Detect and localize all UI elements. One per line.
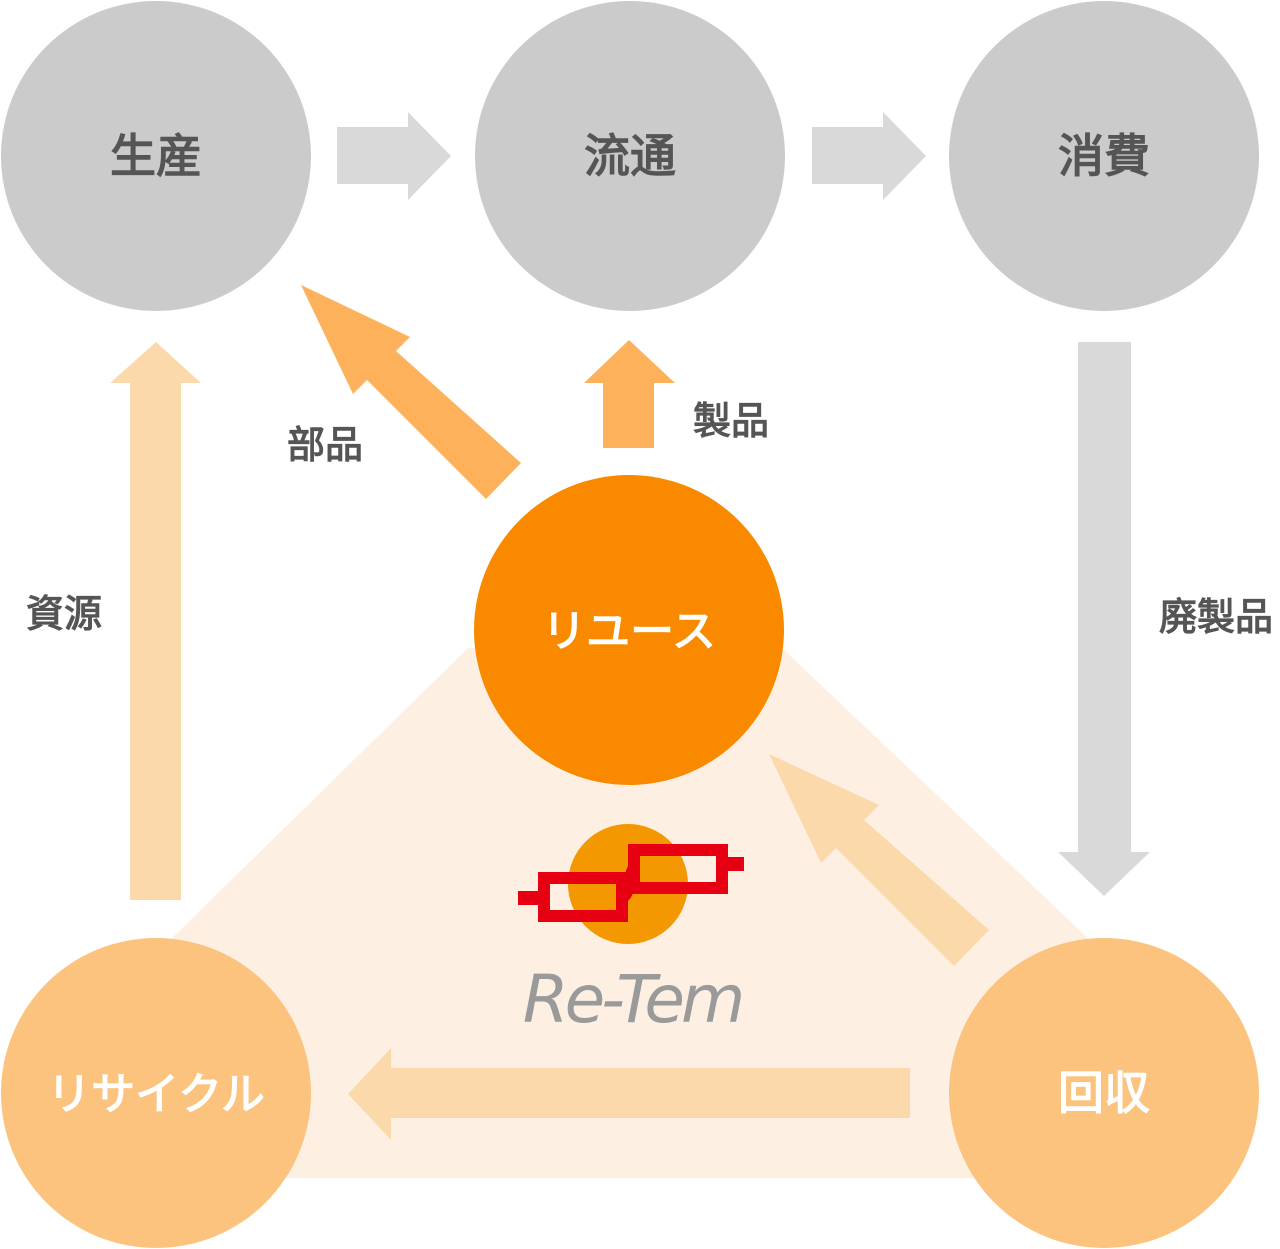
label-distribution: 流通 — [584, 129, 676, 183]
node-reuse — [474, 475, 784, 785]
retem-logo: Re-Tem — [518, 824, 745, 1038]
label-collection: 回収 — [1058, 1066, 1150, 1120]
arrow-reuse-to-production — [301, 285, 521, 499]
arrow-consumption-to-collection — [1058, 342, 1150, 896]
arrow-production-to-distribution — [337, 112, 451, 200]
arrow-collection-to-recycle — [348, 1048, 910, 1140]
label-recycle: リサイクル — [47, 1069, 265, 1120]
label-reuse: リユース — [542, 606, 716, 657]
edge-label-resources: 資源 — [26, 592, 102, 636]
arrow-reuse-to-distribution — [584, 340, 675, 448]
edge-label-parts: 部品 — [287, 423, 363, 467]
label-production: 生産 — [110, 129, 202, 183]
node-recycle — [1, 938, 311, 1248]
arrow-recycle-to-production — [110, 342, 201, 900]
node-distribution — [475, 1, 785, 311]
edge-label-waste-products: 廃製品 — [1159, 595, 1273, 639]
arrow-distribution-to-consumption — [812, 112, 926, 200]
node-consumption — [949, 1, 1259, 311]
node-production — [1, 1, 311, 311]
node-collection — [949, 938, 1259, 1248]
edge-label-products: 製品 — [693, 399, 769, 443]
logo-text: Re-Tem — [523, 961, 742, 1038]
label-consumption: 消費 — [1058, 129, 1150, 183]
arrow-collection-to-reuse — [769, 754, 989, 966]
